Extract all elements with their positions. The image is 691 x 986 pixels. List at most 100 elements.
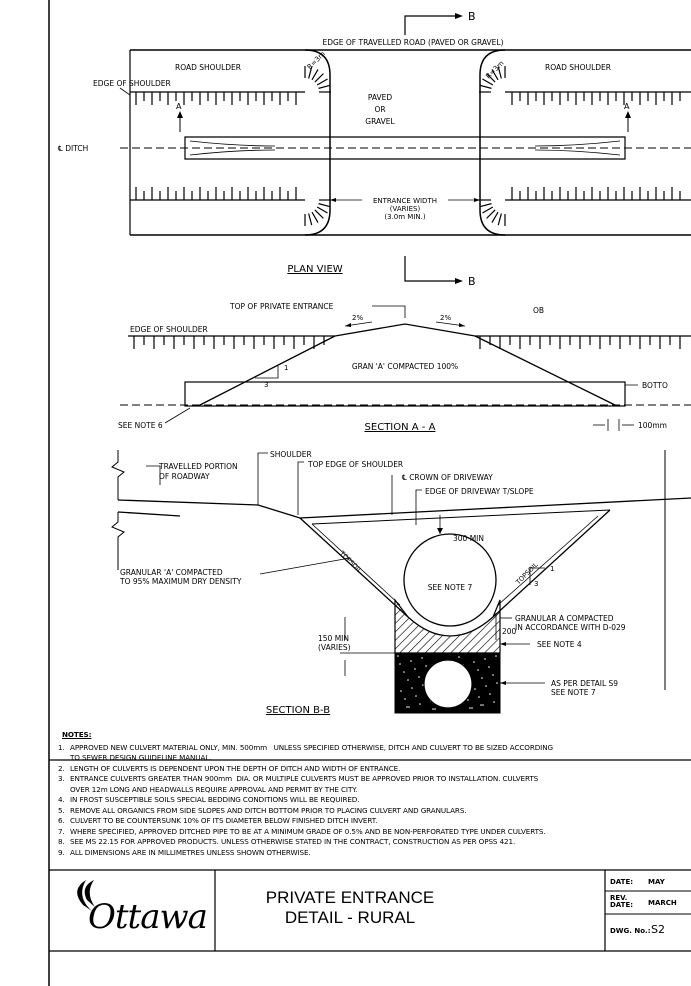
rev-label: REV. bbox=[610, 894, 628, 902]
date-value: MAY bbox=[648, 878, 665, 886]
ratio-3-aa: 3 bbox=[264, 381, 268, 389]
or-label: OR bbox=[374, 105, 385, 114]
notes-heading: NOTES: bbox=[62, 730, 92, 739]
ratio-1-bb: 1 bbox=[550, 565, 554, 573]
note-text: REMOVE ALL ORGANICS FROM SIDE SLOPES AND… bbox=[70, 805, 467, 817]
note-item: 5. REMOVE ALL ORGANICS FROM SIDE SLOPES A… bbox=[58, 806, 691, 817]
dwg-number-label: DWG. No.: bbox=[610, 927, 651, 935]
slope-left-label: 2% bbox=[352, 314, 363, 322]
dim-200-label: 200 bbox=[502, 627, 517, 636]
gran-a-d029-label: IN ACCORDANCE WITH D-029 bbox=[515, 623, 626, 632]
date-label: DATE: bbox=[610, 878, 634, 886]
drawing-title-line-1: PRIVATE ENTRANCE bbox=[265, 888, 435, 907]
radius-right-label: R=3m bbox=[484, 59, 505, 80]
edge-of-road-label: EDGE OF TRAVELLED ROAD (PAVED OR GRAVEL) bbox=[322, 38, 503, 47]
entrance-varies-label: (VARIES) bbox=[390, 205, 421, 213]
note-line: TO SEWER DESIGN GUIDELINE MANUAL. bbox=[70, 753, 212, 762]
note-number: 4. bbox=[58, 795, 65, 804]
plan-view-title: PLAN VIEW bbox=[287, 264, 342, 275]
as-per-detail-label: AS PER DETAIL S9 bbox=[551, 679, 618, 688]
see-note-7-label: SEE NOTE 7 bbox=[428, 583, 473, 592]
note-number: 5. bbox=[58, 805, 65, 815]
note-line: APPROVED NEW CULVERT MATERIAL ONLY, MIN.… bbox=[70, 742, 553, 752]
travelled-portion-label: TRAVELLED PORTION bbox=[158, 462, 238, 471]
note-line: OVER 12m LONG AND HEADWALLS REQUIRE APPR… bbox=[70, 784, 358, 794]
edge-driveway-label: EDGE OF DRIVEWAY T/SLOPE bbox=[425, 487, 534, 496]
note-number: 1. bbox=[58, 742, 65, 752]
crown-label: ℄ CROWN OF DRIVEWAY bbox=[402, 473, 493, 482]
note-line: REMOVE ALL ORGANICS FROM SIDE SLOPES AND… bbox=[70, 805, 467, 815]
section-aa-title: SECTION A - A bbox=[365, 422, 436, 433]
ratio-3-bb: 3 bbox=[534, 580, 538, 588]
note-line: WHERE SPECIFIED, APPROVED DITCHED PIPE T… bbox=[70, 826, 546, 836]
dim-100mm-label: 100mm bbox=[638, 421, 667, 430]
note-number: 3. bbox=[58, 774, 65, 783]
section-a-left-mark: A bbox=[176, 102, 182, 111]
of-roadway-label: OF ROADWAY bbox=[159, 472, 210, 481]
note-line: ENTRANCE CULVERTS GREATER THAN 900mm DIA… bbox=[70, 774, 539, 783]
as-per-note-label: SEE NOTE 7 bbox=[551, 688, 596, 697]
note-number: 9. bbox=[58, 847, 65, 857]
note-text: WHERE SPECIFIED, APPROVED DITCHED PIPE T… bbox=[70, 827, 546, 838]
section-bb-title: SECTION B-B bbox=[266, 705, 330, 716]
slope-right-label: 2% bbox=[440, 314, 451, 322]
note-text: LENGTH OF CULVERTS IS DEPENDENT UPON THE… bbox=[70, 764, 400, 775]
note-number: 6. bbox=[58, 816, 65, 825]
note-number: 7. bbox=[58, 826, 65, 836]
note-text: ALL DIMENSIONS ARE IN MILLIMETRES UNLESS… bbox=[70, 848, 311, 859]
topsoil-left-label: TOPSOIL bbox=[337, 549, 363, 575]
notes-block: NOTES: 1. APPROVED NEW CULVERT MATERIAL O… bbox=[58, 730, 691, 858]
section-b-b: TRAVELLED PORTION OF ROADWAY SHOULDER TO… bbox=[111, 450, 691, 716]
see-note-6-label: SEE NOTE 6 bbox=[118, 421, 163, 430]
rev-date-sub-label: DATE: bbox=[610, 901, 634, 909]
note-text: IN FROST SUSCEPTIBLE SOILS SPECIAL BEDDI… bbox=[70, 795, 360, 806]
note-line: LENGTH OF CULVERTS IS DEPENDENT UPON THE… bbox=[70, 763, 401, 773]
section-b-label-top: B bbox=[468, 10, 476, 23]
ottawa-logo: Ottawa bbox=[88, 897, 208, 937]
radius-left-label: R=3m bbox=[306, 50, 327, 71]
top-of-entrance-label: TOP OF PRIVATE ENTRANCE bbox=[229, 302, 334, 311]
note-number: 2. bbox=[58, 763, 65, 773]
note-item: 1. APPROVED NEW CULVERT MATERIAL ONLY, MI… bbox=[58, 743, 691, 764]
section-a-a: TOP OF PRIVATE ENTRANCE OB EDGE OF SHOUL… bbox=[118, 302, 691, 433]
gran-a-label: GRAN 'A' COMPACTED 100% bbox=[352, 362, 458, 371]
note-item: 6. CULVERT TO BE COUNTERSUNK 10% OF ITS D… bbox=[58, 816, 691, 827]
note-item: 7. WHERE SPECIFIED, APPROVED DITCHED PIPE… bbox=[58, 827, 691, 838]
paved-label: PAVED bbox=[368, 93, 393, 102]
note-item: 2. LENGTH OF CULVERTS IS DEPENDENT UPON T… bbox=[58, 764, 691, 775]
note-item: 3. ENTRANCE CULVERTS GREATER THAN 900mm D… bbox=[58, 774, 691, 795]
top-edge-label: TOP EDGE OF SHOULDER bbox=[307, 460, 403, 469]
note-item: 4. IN FROST SUSCEPTIBLE SOILS SPECIAL BED… bbox=[58, 795, 691, 806]
note-line: ALL DIMENSIONS ARE IN MILLIMETRES UNLESS… bbox=[70, 847, 311, 857]
min-150-label: 150 MIN bbox=[318, 634, 349, 643]
granular-a-1-label: GRANULAR 'A' COMPACTED bbox=[120, 568, 223, 577]
ob-label: OB bbox=[533, 306, 544, 315]
shoulder-label: SHOULDER bbox=[270, 450, 312, 459]
gran-a-compacted-label: GRANULAR A COMPACTED bbox=[515, 614, 614, 623]
entrance-min-label: (3.0m MIN.) bbox=[384, 213, 425, 221]
note-text: ENTRANCE CULVERTS GREATER THAN 900mm DIA… bbox=[70, 774, 538, 795]
note-text: SEE MS 22.15 FOR APPROVED PRODUCTS. UNLE… bbox=[70, 837, 515, 848]
rev-date-value: MARCH bbox=[648, 899, 677, 907]
varies-bb-label: (VARIES) bbox=[318, 643, 351, 652]
note-line: CULVERT TO BE COUNTERSUNK 10% OF ITS DIA… bbox=[70, 816, 378, 825]
note-number: 8. bbox=[58, 837, 65, 846]
rev-date-label: REV. DATE: bbox=[610, 895, 633, 909]
road-shoulder-left-label: ROAD SHOULDER bbox=[175, 63, 241, 72]
bottom-label: BOTTO bbox=[642, 381, 668, 390]
section-a-right-mark: A bbox=[624, 102, 630, 111]
road-shoulder-right-label: ROAD SHOULDER bbox=[545, 63, 611, 72]
note-item: 9. ALL DIMENSIONS ARE IN MILLIMETRES UNLE… bbox=[58, 848, 691, 859]
section-b-label-bottom: B bbox=[468, 275, 476, 288]
drawing-title-line-2: DETAIL - RURAL bbox=[284, 908, 416, 927]
dwg-number-value: S2 bbox=[651, 923, 665, 936]
ditch-label: ℄ DITCH bbox=[58, 144, 88, 153]
note-item: 8. SEE MS 22.15 FOR APPROVED PRODUCTS. UN… bbox=[58, 837, 691, 848]
gravel-label: GRAVEL bbox=[365, 117, 395, 126]
granular-a-2-label: TO 95% MAXIMUM DRY DENSITY bbox=[119, 577, 242, 586]
edge-of-shoulder-label: EDGE OF SHOULDER bbox=[93, 79, 171, 88]
edge-shoulder-aa-label: EDGE OF SHOULDER bbox=[130, 325, 208, 334]
drawing-title: PRIVATE ENTRANCE DETAIL - RURAL bbox=[225, 888, 475, 928]
see-note-4-label: SEE NOTE 4 bbox=[537, 640, 582, 649]
